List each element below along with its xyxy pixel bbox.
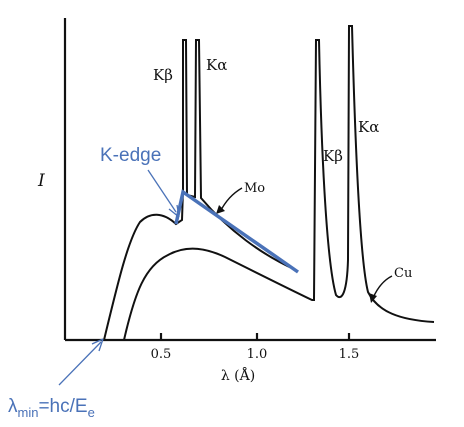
- mo-series-label: Mo: [244, 181, 265, 196]
- mo-kalpha-label: Kα: [206, 56, 227, 74]
- mo-leader-arrowhead: [216, 205, 225, 214]
- mo-kbeta-label: Kβ: [153, 66, 173, 84]
- cu-series-label: Cu: [394, 266, 412, 281]
- cu-leader-arrowhead: [369, 293, 377, 303]
- x-tick-label-0.5: 0.5: [151, 347, 172, 362]
- cu-spectrum-curve: [123, 25, 435, 341]
- kedge-arrowhead: [168, 204, 180, 218]
- lambda-min-arrow: [58, 341, 102, 386]
- mo-label-leader: [219, 187, 243, 213]
- axes: [63, 18, 436, 342]
- cu-kalpha-label: Kα: [358, 118, 379, 136]
- x-tick-label-1.5: 1.5: [339, 347, 360, 362]
- cu-kbeta-label: Kβ: [323, 147, 343, 165]
- energy-subscript: e: [88, 405, 95, 420]
- kedge-highlight-line: [174, 189, 299, 274]
- mo-spectrum-curve: [103, 39, 297, 341]
- x-axis-label: λ (Å): [221, 366, 255, 384]
- kedge-annotation: K-edge: [100, 145, 161, 166]
- lambda-min-annotation: λmin=hc/Ee: [8, 396, 95, 420]
- lambda-min-equation: =hc/E: [38, 396, 87, 417]
- lambda-min-subscript: min: [18, 405, 39, 420]
- kedge-arrow: [147, 169, 177, 213]
- lambda-symbol: λ: [8, 396, 18, 417]
- x-tick-label-1.0: 1.0: [247, 347, 268, 362]
- y-axis-label: I: [37, 171, 45, 191]
- cu-label-leader: [372, 275, 393, 299]
- lambda-min-arrowhead: [91, 338, 104, 352]
